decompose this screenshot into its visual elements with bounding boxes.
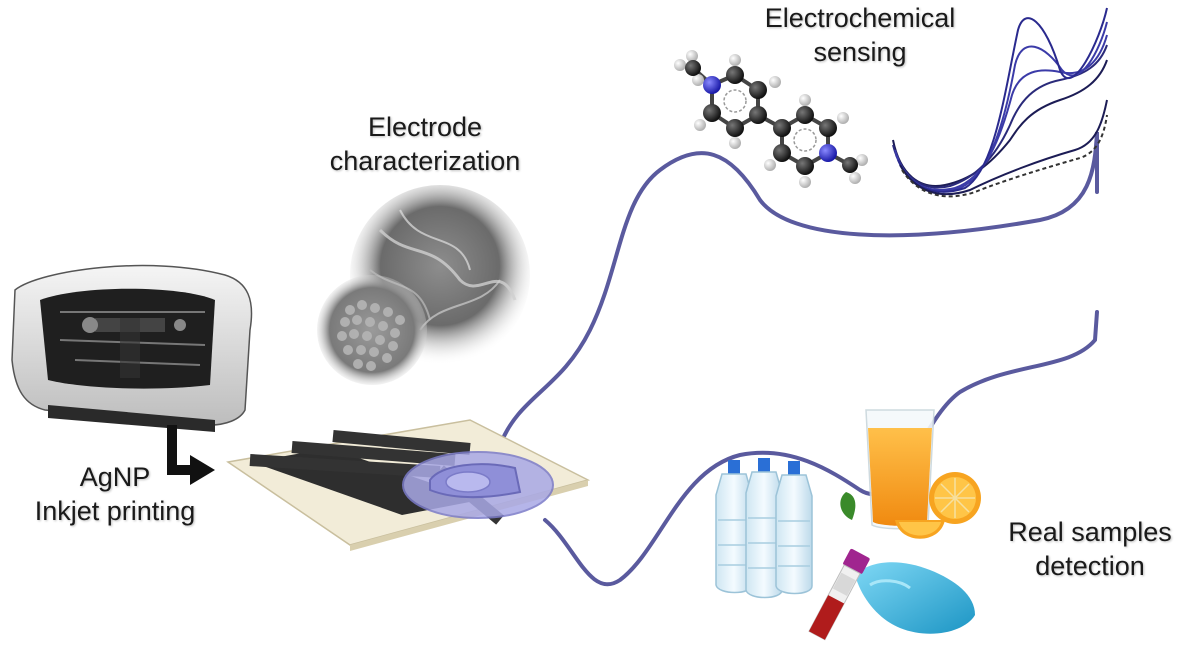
electrochemical-sensing-label-line-2: sensing [813, 37, 907, 67]
agnp-inkjet-printing-label: AgNP Inkjet printing [0, 460, 230, 528]
agnp-inkjet-printing-label-line-1: AgNP [79, 462, 151, 492]
agnp-inkjet-printing-label-line-2: Inkjet printing [34, 496, 196, 526]
inkjet-printer-icon [11, 264, 253, 432]
electrode-characterization-label-line-2: characterization [329, 146, 521, 176]
printed-electrode-icon [226, 419, 591, 551]
orange-juice-icon [840, 409, 981, 539]
methyl-viologen-molecule-icon [674, 50, 868, 188]
real-samples-detection-label-line-2: detection [1035, 551, 1145, 581]
electrochemical-sensing-label: Electrochemical sensing [740, 1, 980, 69]
flow-curve-lower [543, 310, 1099, 587]
electrode-characterization-label-line-1: Electrode [367, 112, 483, 142]
real-samples-detection-label-line-1: Real samples [1008, 517, 1172, 547]
sem-image-icon [317, 185, 530, 385]
voltammogram-icon [892, 7, 1108, 198]
water-bottles-icon [715, 458, 813, 599]
flow-curve [498, 131, 1099, 587]
flow-curve-upper [498, 131, 1099, 447]
blood-sample-icon [808, 548, 975, 641]
real-samples-detection-label: Real samples detection [990, 515, 1190, 583]
printing-arrow-icon [167, 425, 215, 485]
electrode-characterization-label: Electrode characterization [300, 110, 550, 178]
electrochemical-sensing-label-line-1: Electrochemical [764, 3, 956, 33]
